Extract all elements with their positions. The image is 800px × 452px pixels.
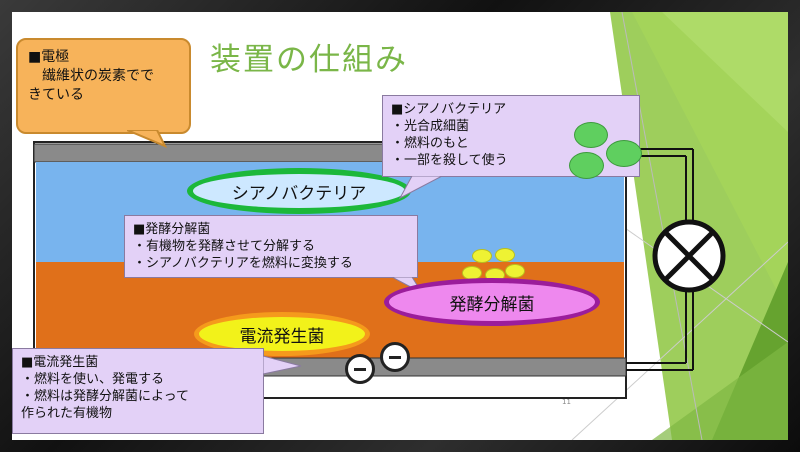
ferment-bacteria-label: 発酵分解菌 xyxy=(384,278,600,326)
cyano-bacteria-label: シアノバクテリア xyxy=(187,168,411,214)
electron-icon xyxy=(345,354,375,384)
current-callout-line: ■電流発生菌 xyxy=(21,355,99,370)
ferment-cell xyxy=(495,248,515,262)
ferment-callout-line: ・シアノバクテリアを燃料に変換する xyxy=(133,256,353,271)
current-bacteria-text: 電流発生菌 xyxy=(239,326,325,347)
current-callout: ■電流発生菌 ・燃料を使い、発電する ・燃料は発酵分解菌によって 作られた有機物 xyxy=(12,348,264,434)
ferment-callout: ■発酵分解菌 ・有機物を発酵させて分解する ・シアノバクテリアを燃料に変換する xyxy=(124,215,418,278)
ferment-cell xyxy=(505,264,525,278)
cyano-callout-line: ■シアノバクテリア xyxy=(391,102,507,117)
slide: 装置の仕組み ■電極 繊維状の炭素でで きている シアノバクテリア ■シアノバク… xyxy=(12,12,788,440)
cyano-cell xyxy=(574,122,608,148)
cyano-cell xyxy=(569,152,604,179)
cyano-callout-line: ・燃料のもと xyxy=(391,136,469,151)
lamp-icon xyxy=(652,219,726,293)
cyano-callout: ■シアノバクテリア ・光合成細菌 ・燃料のもと ・一部を殺して使う xyxy=(382,95,640,177)
electrode-callout: ■電極 繊維状の炭素でで きている xyxy=(16,38,191,134)
current-callout-line: 作られた有機物 xyxy=(21,406,113,421)
cyano-callout-line: ・光合成細菌 xyxy=(391,119,470,134)
electron-icon xyxy=(380,342,410,372)
ferment-bacteria-text: 発酵分解菌 xyxy=(449,294,535,315)
ferment-callout-line: ■発酵分解菌 xyxy=(133,222,211,237)
current-bacteria-label: 電流発生菌 xyxy=(194,312,370,356)
page-number: 11 xyxy=(562,398,571,406)
ferment-callout-line: ・有機物を発酵させて分解する xyxy=(133,239,316,254)
electrode-callout-tail xyxy=(127,130,168,148)
current-callout-tail xyxy=(263,356,302,375)
cyano-callout-tail xyxy=(398,176,443,200)
electrode-callout-line: 繊維状の炭素でで xyxy=(28,68,154,84)
electrode-callout-line: ■電極 xyxy=(28,49,70,65)
current-callout-line: ・燃料を使い、発電する xyxy=(21,372,165,387)
cyano-bacteria-text: シアノバクテリア xyxy=(231,183,367,204)
current-callout-line: ・燃料は発酵分解菌によって xyxy=(21,389,189,404)
page-title: 装置の仕組み xyxy=(210,42,408,78)
cyano-callout-line: ・一部を殺して使う xyxy=(391,153,508,168)
ferment-cell xyxy=(472,249,492,263)
cyano-cell xyxy=(606,140,642,167)
electrode-callout-line: きている xyxy=(28,87,84,103)
